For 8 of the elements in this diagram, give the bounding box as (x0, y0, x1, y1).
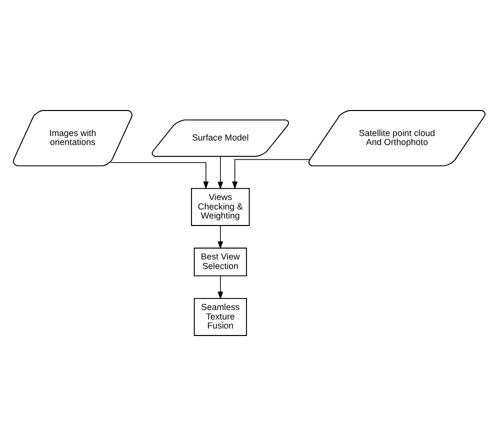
arrow (218, 225, 224, 250)
node-box: Best View Selection (194, 248, 247, 276)
arrow (110, 162, 209, 190)
node-box: Seamless Texture Fusion (194, 298, 247, 336)
arrow (218, 275, 224, 300)
node-box: Views Checking & Weighting (191, 188, 250, 226)
arrow (232, 159, 310, 190)
arrow (218, 156, 224, 190)
